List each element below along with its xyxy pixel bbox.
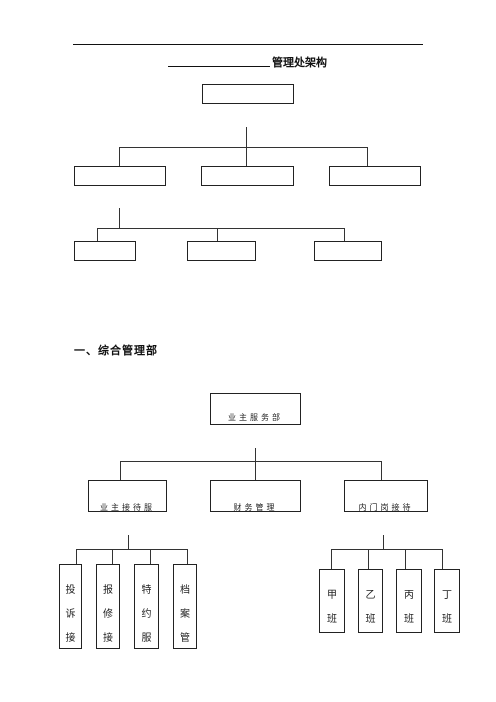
reception-box: 业主接待服 — [88, 480, 167, 512]
special-service-label: 特约服 — [141, 585, 152, 644]
bottom-drop — [381, 461, 382, 480]
top-level3-box — [74, 241, 136, 261]
special-service-box: 特约服 — [134, 564, 159, 649]
top-root-box — [202, 84, 294, 104]
section-heading: 一、综合管理部 — [74, 344, 158, 357]
bottom-bus-line — [120, 461, 382, 462]
top-level3-box — [314, 241, 382, 261]
gate-reception-box: 内门岗接待 — [344, 480, 428, 512]
shift-d-box: 丁班 — [434, 569, 460, 633]
service-dept-box: 业主服务部 — [210, 393, 301, 425]
right-sub-drop — [331, 549, 332, 569]
repair-box: 报修接 — [96, 564, 120, 649]
top-level2-box — [201, 166, 294, 186]
left-sub-drop — [187, 549, 188, 564]
complaint-box: 投诉接 — [59, 564, 82, 649]
right-sub-bus-line — [331, 549, 442, 550]
top-level3-box — [187, 241, 256, 261]
finance-box: 财务管理 — [210, 480, 301, 512]
title-blank-underline — [168, 66, 270, 67]
shift-b-box: 乙班 — [358, 569, 383, 633]
right-sub-drop — [442, 549, 443, 569]
finance-label: 财务管理 — [233, 503, 278, 512]
shift-a-label: 甲班 — [327, 590, 337, 625]
shift-a-box: 甲班 — [319, 569, 345, 633]
complaint-label: 投诉接 — [65, 585, 76, 644]
top-sub-connector — [119, 208, 120, 228]
right-sub-connector — [383, 535, 384, 549]
archive-box: 档案管 — [173, 564, 197, 649]
top-sub-drop — [217, 228, 218, 241]
left-sub-connector — [128, 535, 129, 549]
top-rule — [73, 44, 423, 45]
bottom-drop — [120, 461, 121, 480]
top-drop — [246, 147, 247, 166]
reception-label: 业主接待服 — [100, 503, 155, 512]
shift-c-label: 丙班 — [404, 590, 414, 625]
top-bus-line — [119, 147, 368, 148]
shift-b-label: 乙班 — [365, 590, 376, 625]
bottom-drop — [255, 461, 256, 480]
left-sub-drop — [150, 549, 151, 564]
left-sub-bus-line — [76, 549, 187, 550]
top-drop — [119, 147, 120, 166]
top-sub-drop — [97, 228, 98, 241]
top-level2-box — [329, 166, 421, 186]
archive-label: 档案管 — [180, 585, 190, 644]
shift-c-box: 丙班 — [396, 569, 422, 633]
top-level2-box — [74, 166, 166, 186]
repair-label: 报修接 — [103, 585, 113, 644]
left-sub-drop — [76, 549, 77, 564]
bottom-connector — [255, 448, 256, 461]
right-sub-drop — [368, 549, 369, 569]
shift-d-label: 丁班 — [442, 590, 452, 625]
right-sub-drop — [405, 549, 406, 569]
left-sub-drop — [112, 549, 113, 564]
service-dept-label: 业主服务部 — [228, 413, 283, 422]
top-sub-bus-line — [97, 228, 345, 229]
gate-reception-label: 内门岗接待 — [358, 503, 414, 512]
top-sub-drop — [344, 228, 345, 241]
top-drop — [367, 147, 368, 166]
top-connector — [246, 127, 247, 147]
page-title: 管理处架构 — [272, 56, 327, 69]
